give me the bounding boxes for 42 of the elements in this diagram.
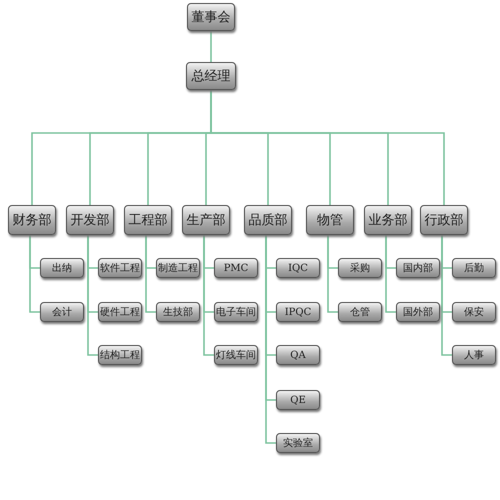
section-box: 实验室	[276, 433, 320, 453]
connector-line	[441, 235, 452, 356]
section-box: 出纳	[40, 258, 84, 278]
section-box: 电子车间	[214, 302, 258, 322]
management-box: 总经理	[186, 62, 236, 90]
connector-line	[203, 235, 214, 356]
section-box: 制造工程	[156, 258, 200, 278]
section-box: 仓管	[338, 302, 382, 322]
management-box: 董事会	[187, 3, 235, 31]
department-box: 工程部	[124, 205, 172, 235]
department-box: 物管	[306, 205, 354, 235]
section-box: 灯线车间	[214, 345, 258, 365]
department-box: 生产部	[182, 205, 230, 235]
section-box: 保安	[452, 302, 496, 322]
section-box: 采购	[338, 258, 382, 278]
department-box: 品质部	[244, 205, 292, 235]
section-box: 结构工程	[98, 345, 142, 365]
connector-line	[265, 235, 276, 444]
section-box: 会计	[40, 302, 84, 322]
section-box: 国外部	[396, 302, 440, 322]
connector-line	[29, 235, 40, 313]
connector-line	[210, 90, 445, 205]
connector-line	[145, 235, 156, 313]
section-box: IQC	[276, 258, 320, 278]
section-box: 后勤	[452, 258, 496, 278]
connector-line	[87, 235, 98, 356]
section-box: 生技部	[156, 302, 200, 322]
connector-line	[210, 31, 212, 62]
section-box: QE	[276, 390, 320, 410]
section-box: 国内部	[396, 258, 440, 278]
department-box: 业务部	[364, 205, 412, 235]
section-box: 硬件工程	[98, 302, 142, 322]
section-box: QA	[276, 345, 320, 365]
section-box: PMC	[214, 258, 258, 278]
section-box: IPQC	[276, 302, 320, 322]
department-box: 行政部	[420, 205, 468, 235]
department-box: 财务部	[8, 205, 56, 235]
connector-line	[385, 235, 396, 313]
section-box: 软件工程	[98, 258, 142, 278]
connector-line	[327, 235, 338, 313]
department-box: 开发部	[66, 205, 114, 235]
section-box: 人事	[452, 345, 496, 365]
